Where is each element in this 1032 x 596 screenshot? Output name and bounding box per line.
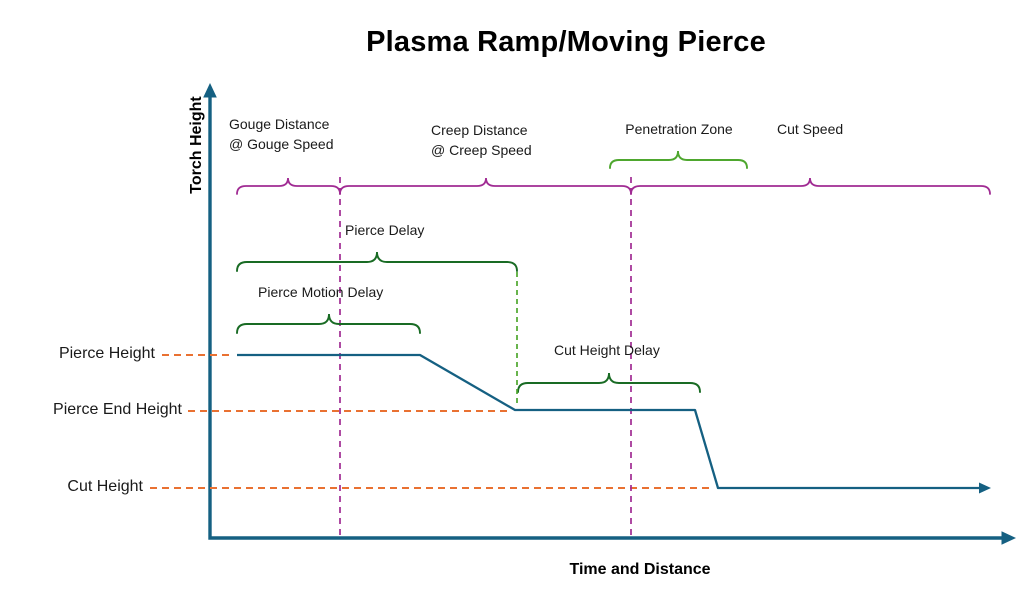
penetration-zone-label: Penetration Zone	[625, 121, 733, 137]
pierce-delay-label: Pierce Delay	[345, 222, 425, 238]
diagram-title: Plasma Ramp/Moving Pierce	[366, 26, 766, 58]
y-axis-arrow-icon	[203, 83, 217, 98]
cut-height-label: Cut Height	[67, 478, 143, 495]
creep-distance-label-line1: Creep Distance	[431, 122, 528, 138]
torch-height-profile	[237, 353, 980, 490]
pierce-height-label: Pierce Height	[58, 345, 155, 362]
pierce-delay-brace	[236, 251, 518, 272]
creep-distance-brace	[339, 177, 632, 195]
penetration-zone-brace	[609, 150, 748, 169]
x-axis-arrow-icon	[1001, 531, 1016, 545]
cut-height-delay-brace	[517, 372, 701, 393]
cut-speed-brace	[630, 177, 991, 195]
cut-speed-label: Cut Speed	[777, 121, 844, 137]
cut-height-delay-label: Cut Height Delay	[554, 342, 660, 358]
profile-arrow-icon	[979, 482, 991, 494]
pierce-motion-delay-label: Pierce Motion Delay	[258, 284, 384, 300]
axes-lines	[208, 94, 1002, 540]
y-axis-label: Torch Height	[188, 96, 205, 194]
gouge-distance-label-line1: Gouge Distance	[229, 116, 330, 132]
pierce-motion-delay-brace	[236, 313, 421, 334]
creep-distance-label-line2: @ Creep Speed	[431, 142, 532, 158]
creep-distance-label: Creep Distance @ Creep Speed	[431, 120, 532, 160]
gouge-distance-brace	[236, 177, 341, 195]
pierce-end-height-label: Pierce End Height	[53, 401, 182, 418]
gouge-distance-label: Gouge Distance @ Gouge Speed	[229, 114, 334, 154]
gouge-distance-label-line2: @ Gouge Speed	[229, 136, 334, 152]
x-axis-label: Time and Distance	[569, 561, 711, 578]
